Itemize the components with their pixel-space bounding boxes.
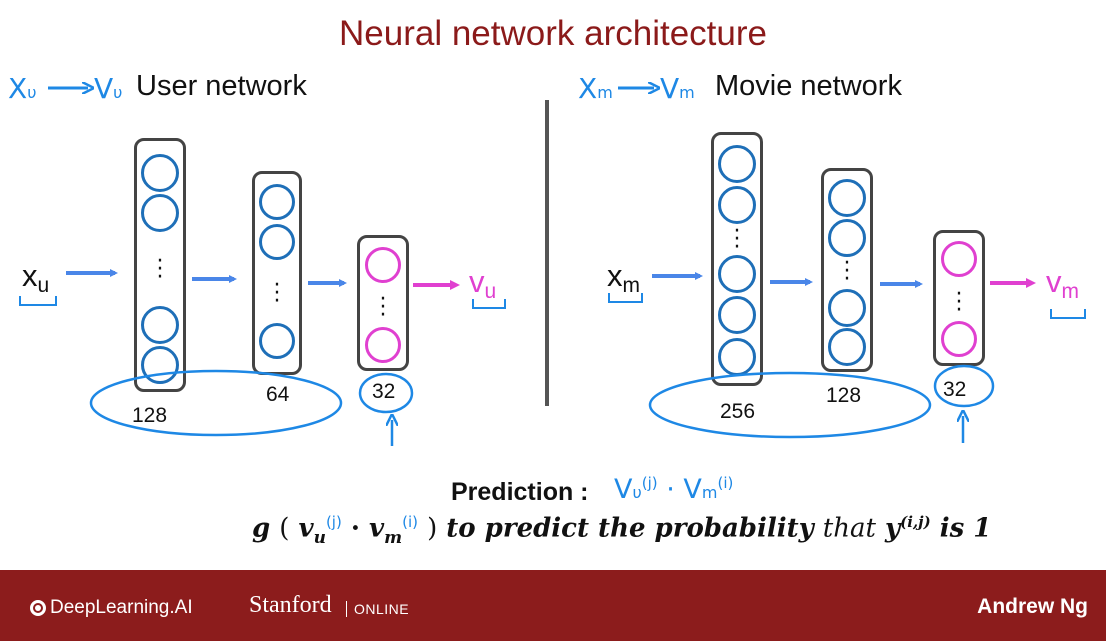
user-layer-1 <box>134 138 186 392</box>
user-input-handwriting: Xυ <box>8 72 37 105</box>
user-input-label: xu <box>22 258 50 297</box>
movie-layer-2-size: 128 <box>826 384 862 407</box>
neuron <box>828 328 866 366</box>
user-layer-1-size: 128 <box>132 404 168 427</box>
prediction-formula: g ( vu(j) · vm(i) ) to predict the proba… <box>252 513 992 548</box>
online-label: ONLINE <box>346 601 409 617</box>
neuron <box>828 179 866 217</box>
movie-input-handwriting: Xm <box>578 72 613 105</box>
movie-output-handwriting: Vm <box>660 72 695 105</box>
neuron <box>718 145 756 183</box>
slide-title: Neural network architecture <box>339 14 767 53</box>
movie-layer-1-size: 256 <box>720 400 756 423</box>
underline-bracket <box>472 299 506 309</box>
neuron <box>718 296 756 334</box>
movie-layer-3-size: 32 <box>943 378 967 401</box>
neuron <box>141 346 179 384</box>
output-neuron <box>365 327 401 363</box>
movie-input-label: xm <box>607 258 640 297</box>
user-layer-2 <box>252 171 302 375</box>
movie-network-label: Movie network <box>715 70 902 102</box>
neuron <box>259 184 295 220</box>
user-layer-3 <box>357 235 409 371</box>
slide: Neural network architecture Xυ Vυ User n… <box>8 0 1086 548</box>
neuron <box>141 306 179 344</box>
neuron <box>141 194 179 232</box>
user-output-label: vu <box>469 264 497 303</box>
output-size-circle <box>933 364 995 408</box>
ellipsis: ··· <box>955 282 963 323</box>
user-network-label: User network <box>136 70 307 102</box>
neuron <box>828 289 866 327</box>
user-output-handwriting: Vυ <box>94 72 123 105</box>
underline-bracket <box>608 293 643 303</box>
output-neuron <box>941 241 977 277</box>
movie-layer-3 <box>933 230 985 366</box>
divider <box>545 100 549 406</box>
prediction-label: Prediction : <box>451 478 589 506</box>
output-neuron <box>941 321 977 357</box>
ellipsis: ··· <box>156 249 164 290</box>
deeplearning-logo: DeepLearning.AI <box>30 597 193 619</box>
neuron <box>828 219 866 257</box>
stanford-logo: Stanford <box>249 592 332 618</box>
output-neuron <box>365 247 401 283</box>
movie-layer-2 <box>821 168 873 372</box>
underline-bracket <box>1050 309 1086 319</box>
output-size-circle <box>358 372 414 414</box>
annotation-strokes <box>19 0 1086 446</box>
ellipsis: ··· <box>379 287 387 328</box>
neuron <box>718 186 756 224</box>
layers-ellipse <box>89 369 343 437</box>
ellipsis: ··· <box>733 219 741 260</box>
user-layer-2-size: 64 <box>266 383 290 406</box>
neuron <box>259 323 295 359</box>
user-layer-3-size: 32 <box>372 380 396 403</box>
ellipsis: ··· <box>843 251 851 292</box>
neuron <box>718 255 756 293</box>
movie-output-label: vm <box>1046 264 1079 303</box>
layers-ellipse <box>648 371 932 439</box>
ellipsis: ··· <box>273 273 281 314</box>
underline-bracket <box>19 296 57 306</box>
neuron <box>141 154 179 192</box>
footer-bar: DeepLearning.AI Stanford ONLINE Andrew N… <box>0 570 1106 641</box>
neuron <box>259 224 295 260</box>
author-name: Andrew Ng <box>977 595 1088 618</box>
prediction-handwriting: Vυ(j) · Vm(i) <box>614 474 734 505</box>
movie-layer-1 <box>711 132 763 386</box>
deeplearning-logo-icon <box>30 600 46 616</box>
